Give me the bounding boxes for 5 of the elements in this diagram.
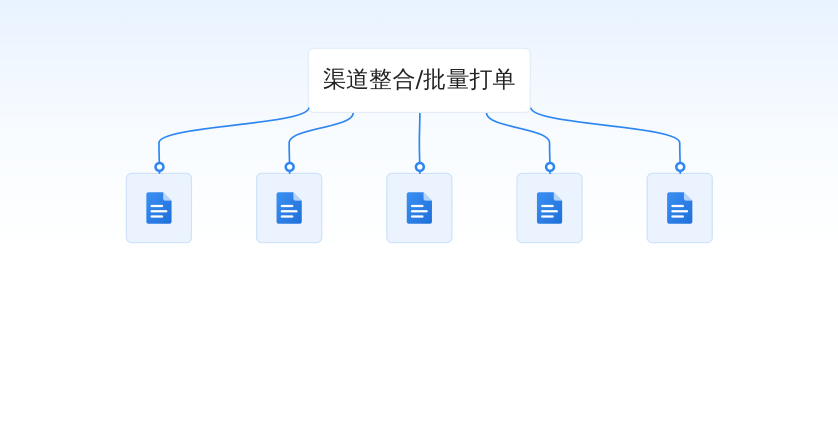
connector — [485, 112, 555, 174]
connector — [154, 107, 310, 174]
connector — [284, 112, 354, 174]
connector — [530, 107, 686, 174]
connector — [414, 112, 425, 174]
